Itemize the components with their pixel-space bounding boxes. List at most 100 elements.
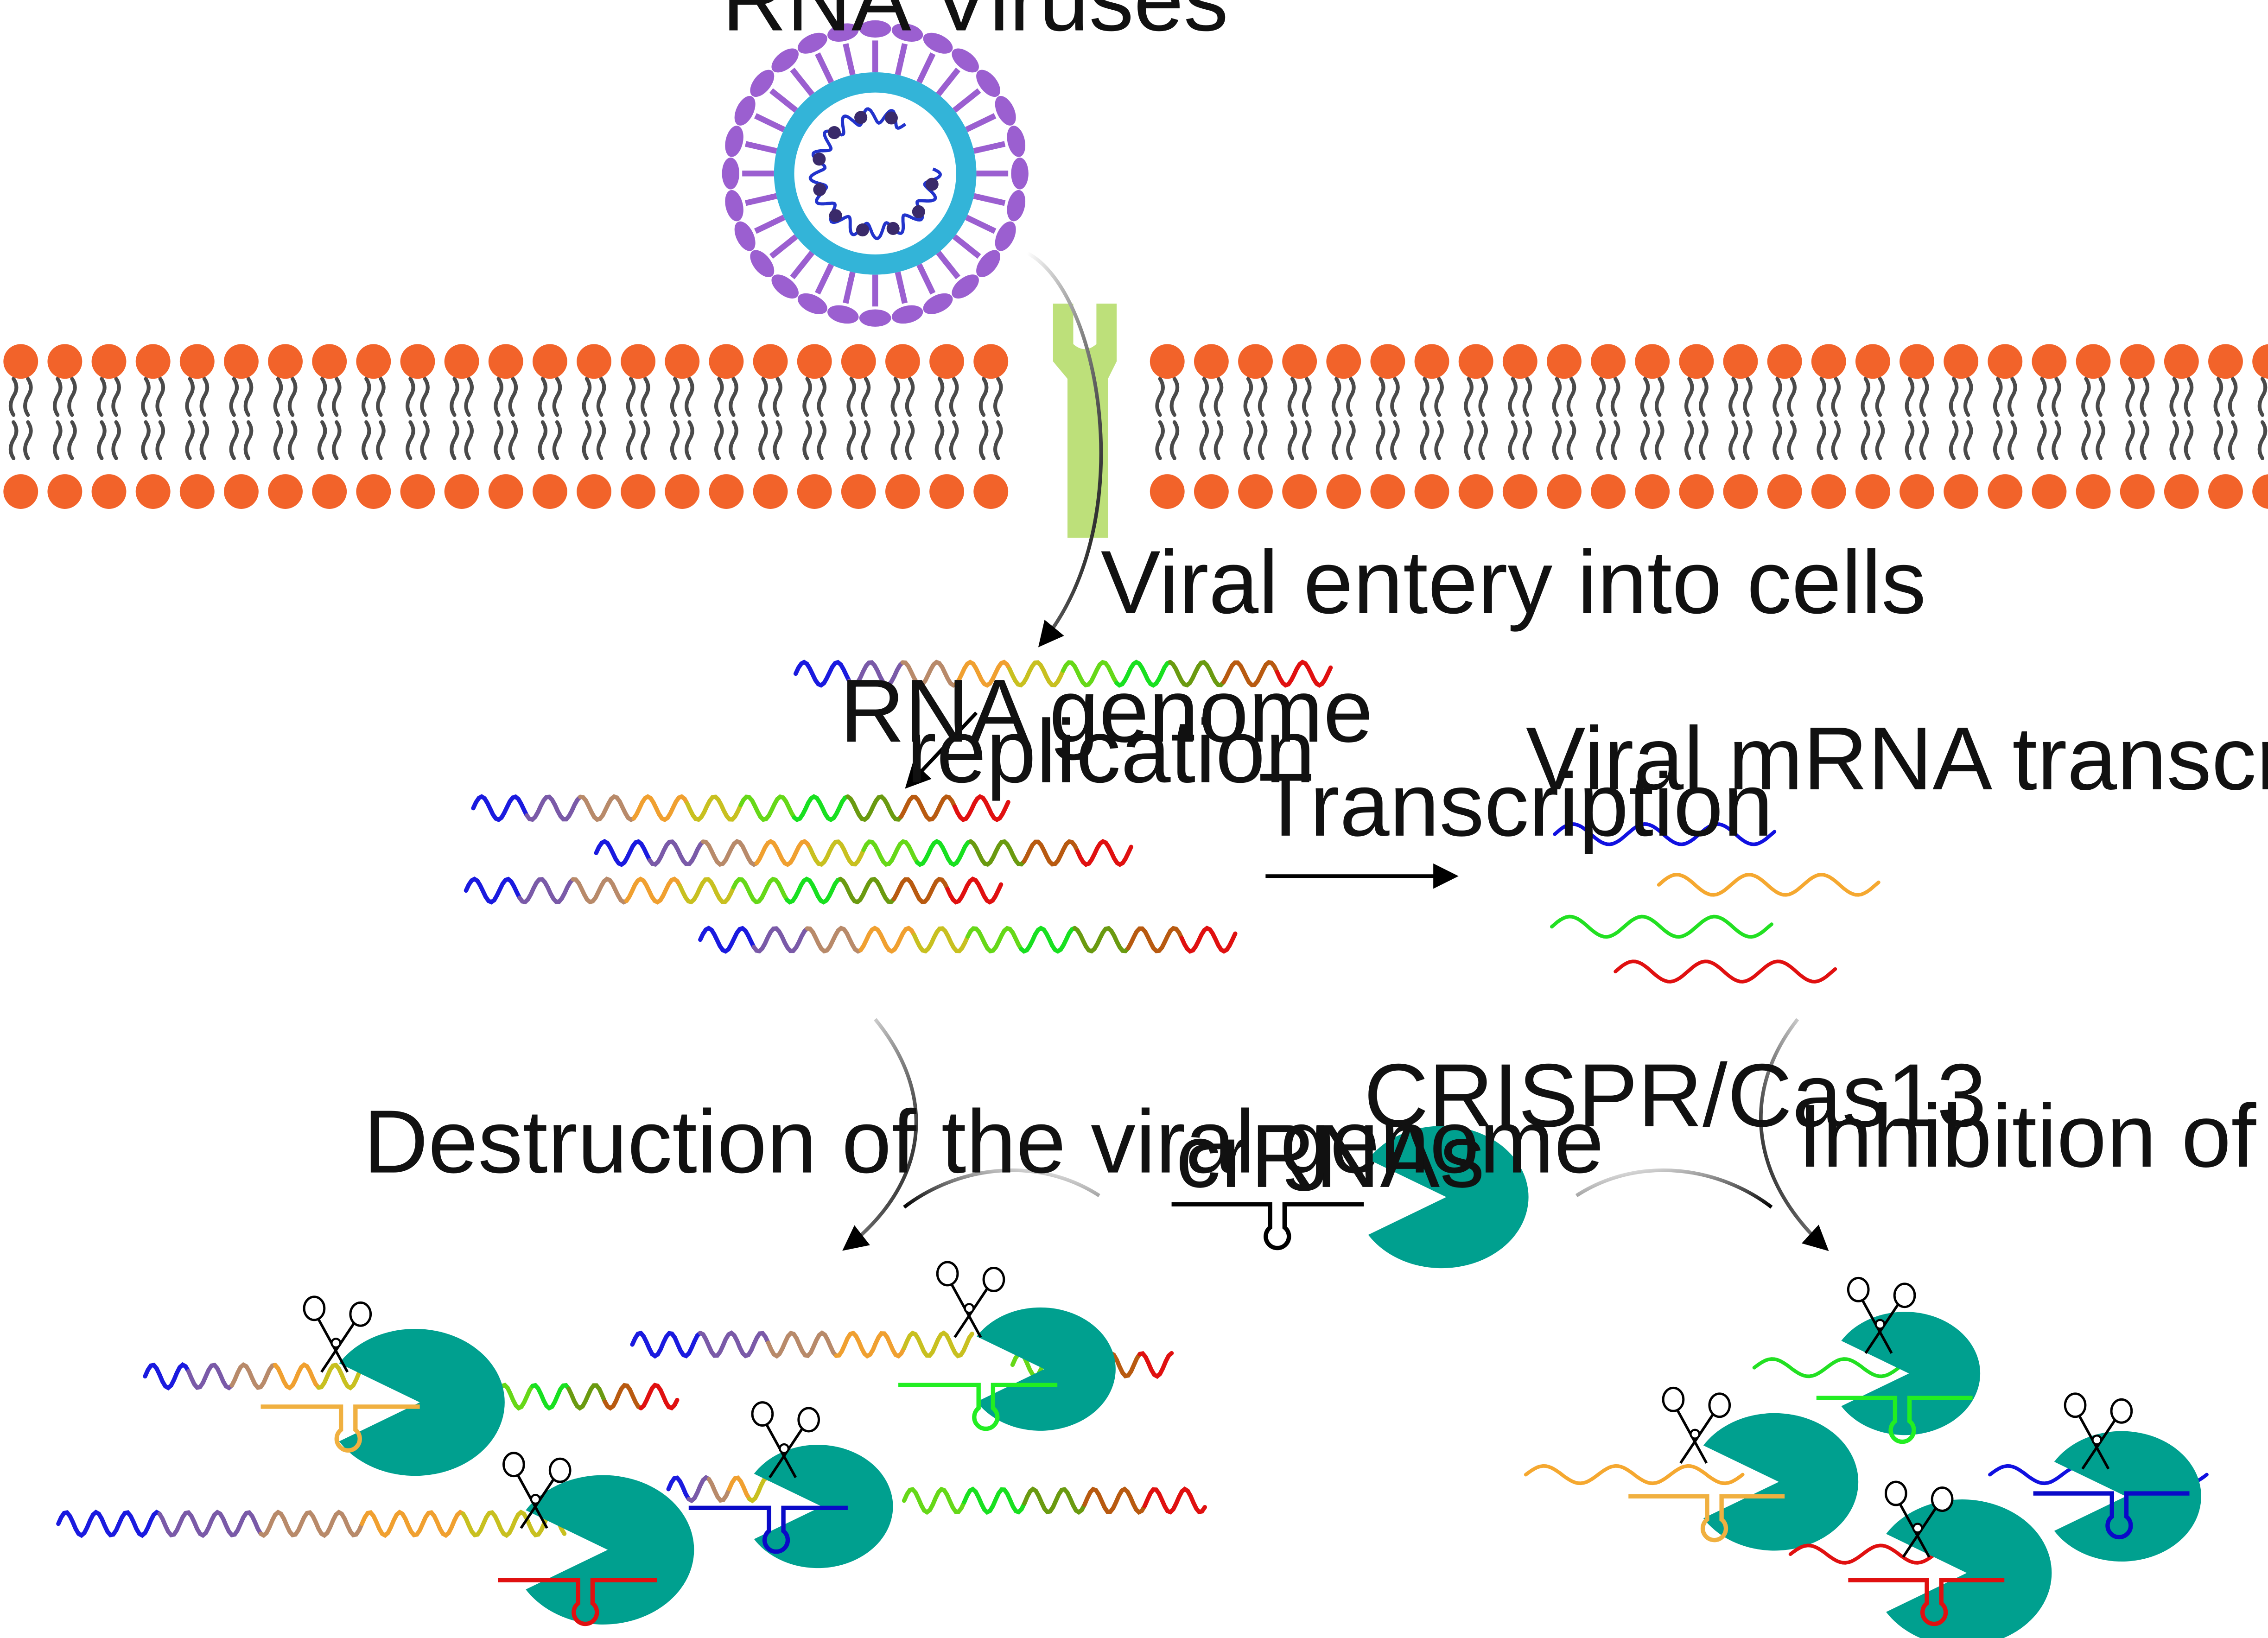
crrna-icon	[1171, 1202, 1364, 1251]
rna-segment	[962, 1486, 1027, 1515]
lipid-tail	[817, 377, 827, 417]
lipid-head	[797, 344, 832, 379]
virus-spike-head	[797, 293, 827, 314]
lipid-head	[1591, 344, 1626, 379]
lipid-tail	[2096, 377, 2105, 417]
crrna-icon	[688, 1505, 848, 1554]
lipid-tail	[817, 420, 827, 460]
lipid-tail	[2228, 377, 2238, 417]
rna-segment	[915, 838, 973, 867]
scissors-icon	[751, 1401, 820, 1479]
lipid-tail	[1522, 377, 1532, 417]
protein-inhibition-complex	[1988, 1392, 2209, 1562]
virus-spike-stalk	[952, 88, 981, 113]
lipid-tail	[450, 420, 459, 460]
rna-segment	[902, 1486, 966, 1515]
lipid-head	[356, 474, 391, 509]
rna-segment	[603, 1383, 643, 1411]
virus-spike-stalk	[815, 263, 834, 295]
lipid-tail	[978, 377, 989, 417]
lipid-head	[1547, 474, 1582, 509]
lipid-tail	[317, 377, 327, 417]
virus-spike-stalk	[769, 234, 798, 259]
lipid-head	[973, 474, 1009, 509]
virus-spike-stalk	[936, 68, 960, 96]
virus-spike-stalk	[916, 52, 936, 84]
lipid-tail	[1949, 377, 1959, 417]
lipid-head	[1988, 474, 2023, 509]
lipid-tail	[1772, 420, 1782, 460]
rna-segment	[861, 839, 920, 867]
lipid-tail	[420, 420, 430, 460]
lipid-tail	[538, 377, 548, 417]
virus-nucleoprotein	[813, 183, 826, 197]
crrna-stem-loop	[688, 1505, 848, 1554]
lipid-tail	[273, 420, 283, 460]
lipid-tail	[8, 420, 19, 460]
rna-segment	[273, 1362, 321, 1391]
crrna-stem-loop	[1628, 1494, 1785, 1543]
lipid-tail	[1728, 377, 1738, 417]
lipid-tail	[1346, 377, 1356, 417]
rna-segment	[594, 838, 652, 867]
lipid-tail	[758, 377, 768, 417]
lipid-tail	[861, 420, 871, 460]
virus-spike-head	[771, 48, 799, 73]
virus-spike-head	[771, 274, 799, 299]
rna-segment	[793, 660, 851, 688]
lipid-tail	[890, 377, 901, 417]
replicated-strand-3	[464, 876, 1004, 905]
lipid-tail	[67, 377, 77, 417]
rna-segment	[647, 839, 705, 867]
labels: RNA Viruses Viral entery into cells RNA …	[363, 0, 2268, 1206]
lipid-tail	[2213, 420, 2224, 460]
rna-segment	[1137, 1351, 1174, 1379]
cas13-icon	[977, 1307, 1116, 1431]
rna-segment	[953, 794, 1010, 822]
lipid-tail	[1155, 377, 1165, 417]
lipid-tail	[1346, 420, 1356, 460]
lipid-tail	[1640, 420, 1650, 460]
rna-segment	[902, 1330, 974, 1359]
virus-spike-stalk	[754, 113, 786, 133]
lipid-head	[1944, 474, 1979, 509]
virus-spike-head	[952, 274, 979, 299]
lipid-tail	[332, 420, 342, 460]
rna-segment	[766, 1330, 839, 1359]
lipid-head	[1238, 474, 1273, 509]
rna-segment	[912, 926, 970, 954]
lipid-tail	[1743, 377, 1753, 417]
lipid-tail	[2052, 377, 2061, 417]
lipid-head	[753, 474, 788, 509]
lipid-tail	[2140, 420, 2150, 460]
lipid-tail	[494, 420, 503, 460]
cleaved-rna	[630, 1330, 974, 1359]
lipid-tail	[640, 377, 650, 417]
lipid-tail	[376, 377, 386, 417]
rna-segment	[56, 1509, 162, 1538]
lipid-head	[2252, 344, 2268, 379]
crrna-stem-loop	[1848, 1578, 2005, 1626]
scissors-pivot	[1874, 1319, 1886, 1330]
virus-spike-head	[1007, 190, 1026, 222]
lipid-head	[621, 474, 656, 509]
lipid-tail	[1949, 420, 1959, 460]
virus-spike-stalk	[936, 251, 960, 279]
lipid-tail	[1963, 377, 1973, 417]
lipid-tail	[2037, 420, 2047, 460]
virus-spike-stalk	[973, 141, 1006, 154]
lipid-tail	[1684, 420, 1694, 460]
lipid-tail	[596, 420, 606, 460]
virus-spike-head	[891, 305, 923, 324]
rna-segment	[685, 794, 743, 822]
lipid-tail	[287, 420, 298, 460]
scissors-handle	[1884, 1480, 1907, 1506]
lipid-head	[1723, 474, 1758, 509]
lipid-tail	[1699, 420, 1709, 460]
lipid-tail	[1464, 420, 1474, 460]
replication-arrow	[905, 711, 978, 789]
virus-spike-stalk	[895, 271, 908, 304]
lipid-tail	[185, 377, 195, 417]
lipid-head	[179, 474, 215, 509]
bound-transcript	[1524, 1464, 1745, 1486]
